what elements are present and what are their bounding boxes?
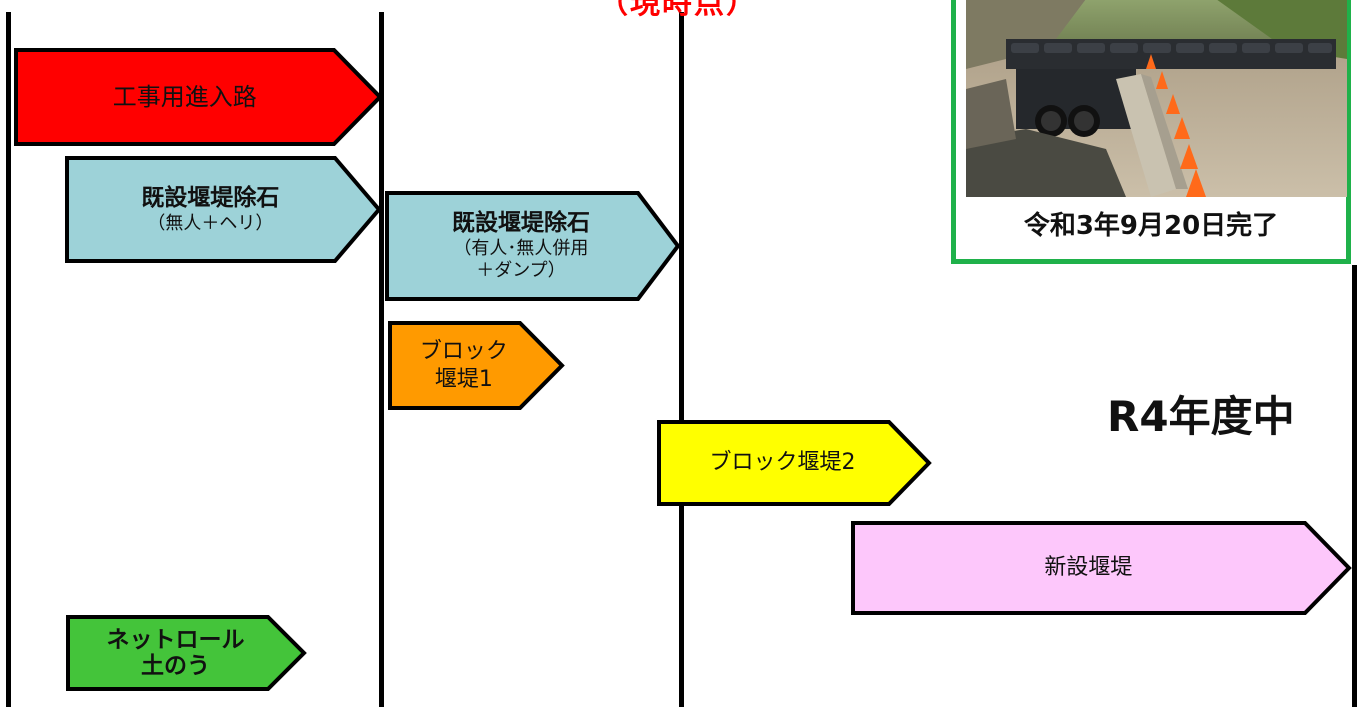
task-title: ネットロール 土のう <box>106 626 245 679</box>
task-label: ネットロール 土のう <box>66 615 285 691</box>
arrow-shape <box>14 48 383 146</box>
task-block-dam-1: ブロック 堰堤1 <box>388 321 565 410</box>
task-label: 工事用進入路 <box>14 48 356 146</box>
task-title: ブロック堰堤2 <box>709 450 856 476</box>
task-block-dam-2: ブロック堰堤2 <box>657 420 932 506</box>
task-subtitle: （有人･無人併用 ＋ダンプ） <box>453 237 589 282</box>
task-title: 工事用進入路 <box>112 83 257 111</box>
photo-caption: 令和3年9月20日完了 <box>1023 211 1279 241</box>
task-title: 既設堰堤除石 <box>141 184 280 211</box>
arrow-shape <box>851 521 1352 615</box>
arrow-body <box>65 156 382 263</box>
task-title: 既設堰堤除石 <box>451 210 590 237</box>
task-subtitle: （無人＋ヘリ） <box>147 212 274 234</box>
task-existing-dam-removal-2: 既設堰堤除石 （有人･無人併用 ＋ダンプ） <box>385 191 681 301</box>
task-title: 新設堰堤 <box>1044 555 1133 581</box>
current-point-label: （現時点） <box>598 0 758 21</box>
arrow-body <box>657 420 932 506</box>
arrow-body <box>66 615 307 691</box>
task-new-dam: 新設堰堤 <box>851 521 1352 615</box>
task-label: ブロック 堰堤1 <box>388 321 540 410</box>
arrow-body <box>14 48 383 146</box>
timeline-divider-3 <box>679 12 684 707</box>
task-access-road: 工事用進入路 <box>14 48 383 146</box>
arrow-shape <box>66 615 307 691</box>
timeline-divider-4 <box>1352 265 1357 707</box>
completion-photo-panel: 令和3年9月20日完了 <box>951 0 1351 264</box>
task-label: 既設堰堤除石 （無人＋ヘリ） <box>65 156 356 263</box>
site-photo-illustration <box>966 0 1347 197</box>
arrow-shape <box>385 191 681 301</box>
milestone-label: R4年度中 <box>1107 392 1295 441</box>
task-label: ブロック堰堤2 <box>657 420 908 506</box>
construction-site-photo <box>966 0 1347 197</box>
task-existing-dam-removal-1: 既設堰堤除石 （無人＋ヘリ） <box>65 156 382 263</box>
task-net-roll-sandbag: ネットロール 土のう <box>66 615 307 691</box>
timeline-divider-2 <box>379 12 384 707</box>
arrow-shape <box>65 156 382 263</box>
task-label: 既設堰堤除石 （有人･無人併用 ＋ダンプ） <box>385 191 657 301</box>
task-label: 新設堰堤 <box>851 521 1326 615</box>
arrow-body <box>385 191 681 301</box>
arrow-body <box>851 521 1352 615</box>
task-title: ブロック 堰堤1 <box>419 339 508 392</box>
arrow-shape <box>657 420 932 506</box>
arrow-shape <box>388 321 565 410</box>
arrow-body <box>388 321 565 410</box>
timeline-divider-1 <box>6 12 11 707</box>
